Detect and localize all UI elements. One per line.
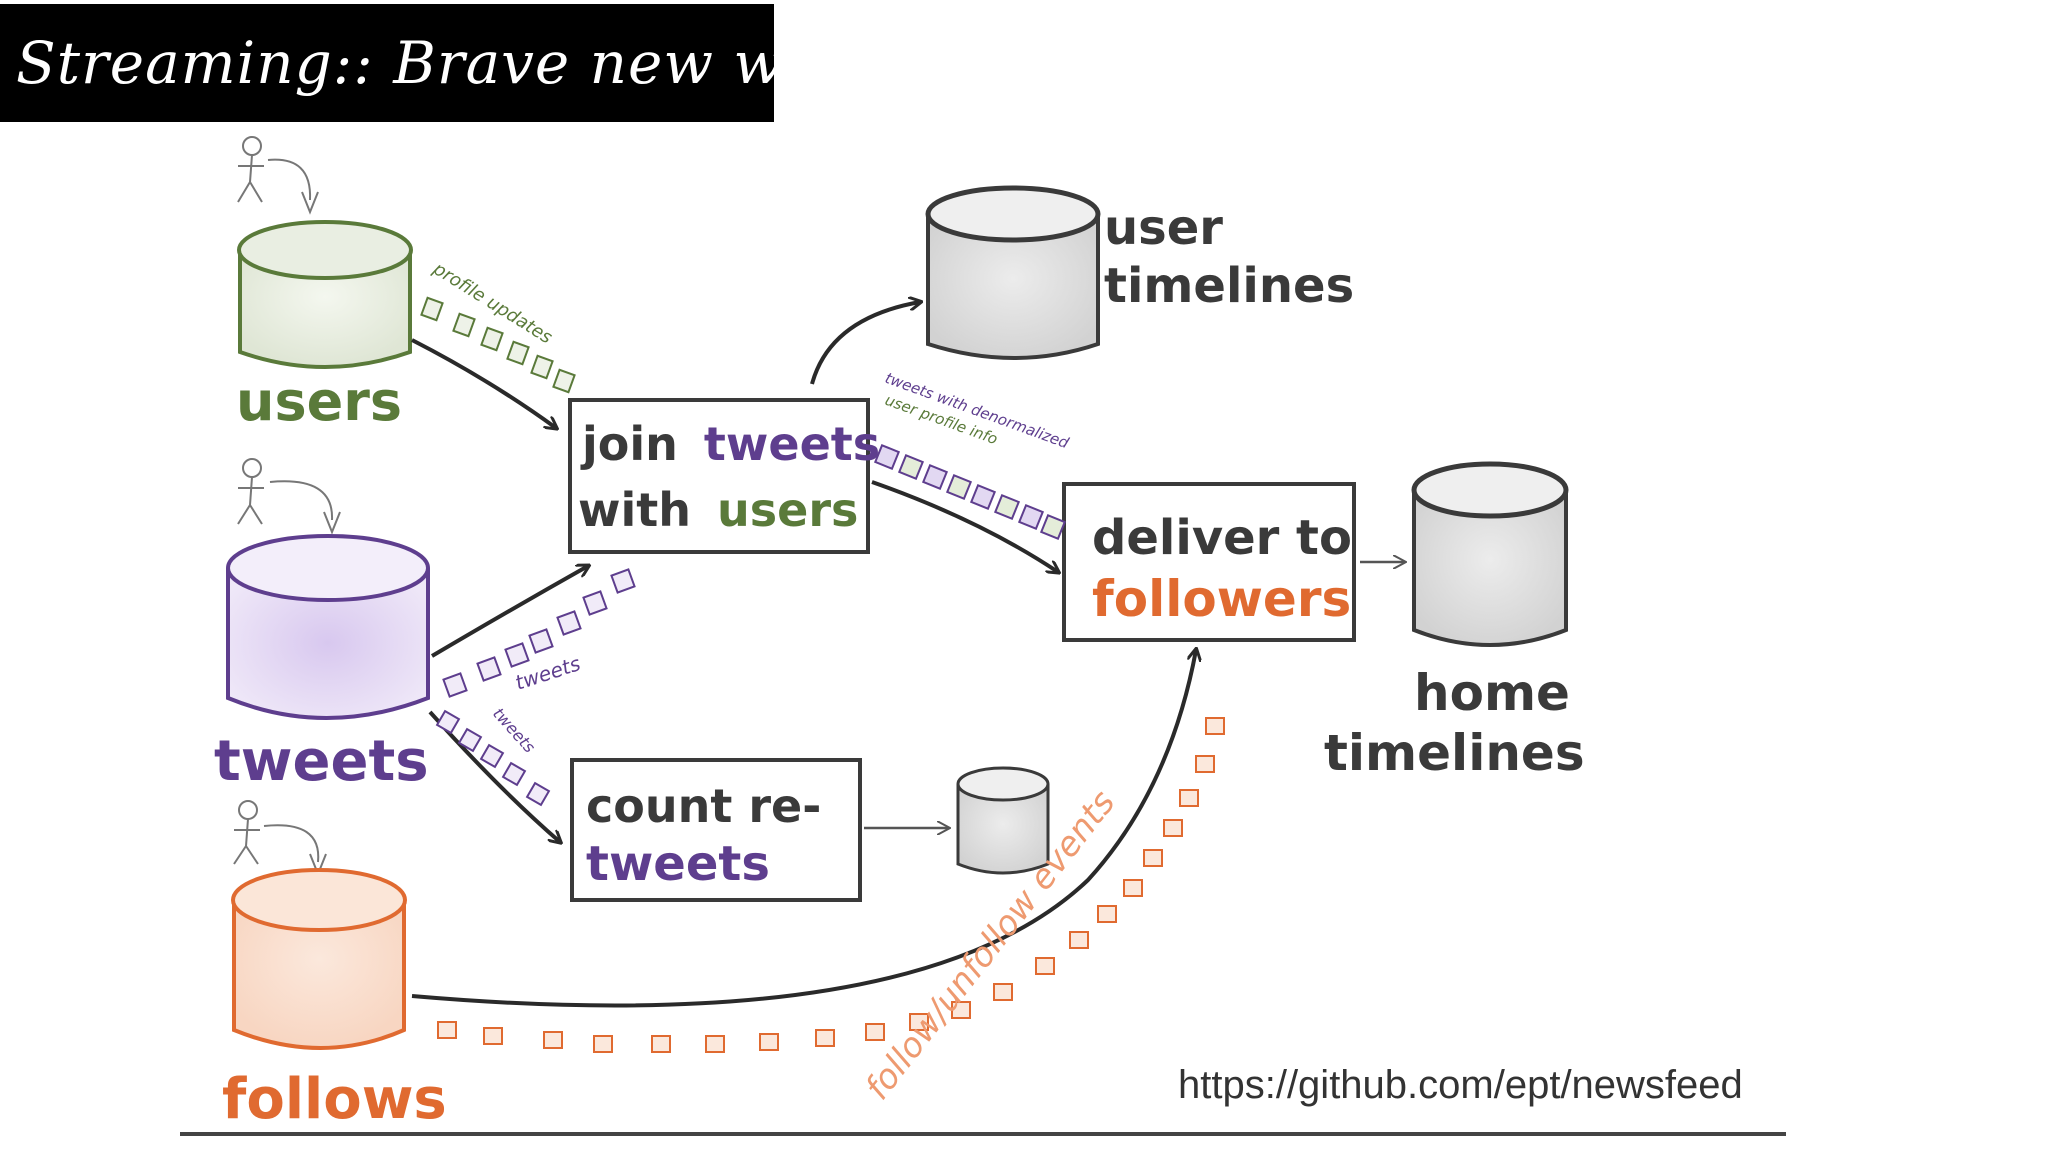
join-tweets-word: tweets: [704, 417, 880, 471]
follows-label: follows: [222, 1067, 447, 1132]
person-icon: [233, 800, 327, 877]
thin-arrows: [864, 562, 1404, 828]
count-line-1: count re-: [586, 779, 821, 833]
tweets-to-join-arrow: [430, 566, 588, 658]
tweet-messages-upper: [442, 568, 636, 698]
person-icon: [237, 458, 341, 535]
users-database: [237, 220, 413, 369]
deliver-processor: deliver to followers: [1062, 482, 1356, 642]
follows-database: [231, 868, 407, 1050]
user-timelines-store: user timelines: [925, 185, 1354, 360]
user-timelines-label-1: user: [1104, 200, 1223, 256]
count-line-2: tweets: [586, 836, 770, 892]
title-bar: Streaming:: Brave new world!: [0, 4, 930, 122]
follows-to-deliver-arrow: [411, 650, 1196, 1008]
tweets-label: tweets: [214, 729, 429, 794]
slide-title: Streaming:: Brave new world!: [16, 29, 931, 97]
source-url: https://github.com/ept/newsfeed: [1178, 1063, 1743, 1107]
deliver-line-2: followers: [1092, 570, 1351, 628]
users-to-join-arrow: [411, 338, 556, 428]
users-source: users: [236, 136, 413, 433]
join-to-deliver-arrow: [871, 480, 1058, 572]
follow-event-messages: [437, 717, 1225, 1053]
join-line-1: join tweets: [580, 417, 880, 471]
join-line-2: with users: [578, 483, 858, 537]
home-timelines-store: home timelines: [1324, 461, 1585, 782]
person-icon: [237, 136, 319, 215]
user-timelines-label-2: timelines: [1104, 258, 1354, 314]
deliver-line-1: deliver to: [1092, 510, 1352, 566]
users-label: users: [236, 370, 402, 433]
follows-source: follows: [222, 800, 447, 1132]
join-word: join: [580, 417, 678, 471]
tweets-database: [226, 534, 430, 720]
tweet-messages-lower: [435, 709, 551, 807]
retweet-count-store: [956, 766, 1050, 875]
tweets-source: tweets: [214, 458, 430, 794]
denormalized-tweet-messages: [873, 443, 1067, 541]
home-timelines-label-2: timelines: [1324, 724, 1585, 782]
profile-update-messages: [420, 296, 576, 394]
join-to-user-timelines-arrow: [810, 302, 920, 385]
home-timelines-label-1: home: [1414, 664, 1570, 722]
join-users-word: users: [717, 483, 858, 537]
join-processor: join tweets with users: [568, 398, 880, 554]
with-word: with: [578, 483, 691, 537]
count-retweets-processor: count re- tweets: [570, 758, 862, 902]
